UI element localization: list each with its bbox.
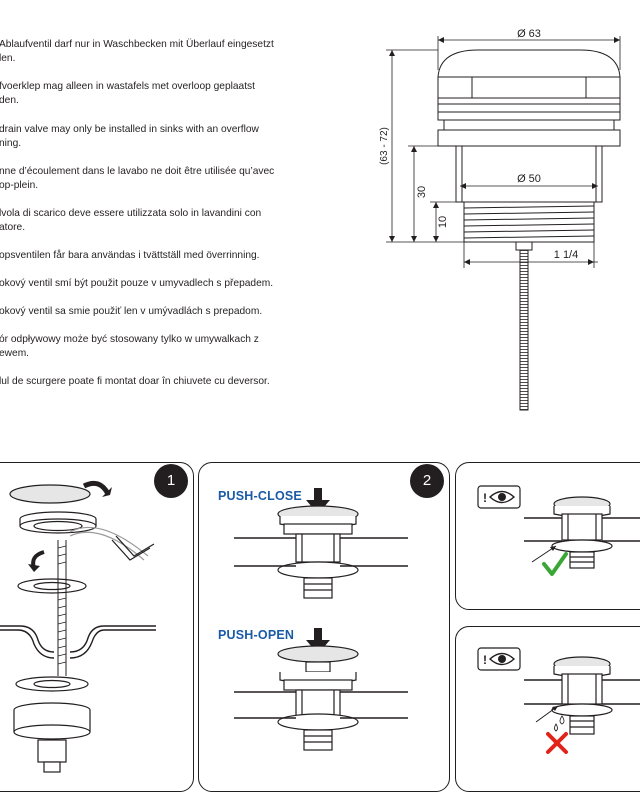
rotate-arrow-icon xyxy=(28,550,45,572)
eye-icon: ! xyxy=(477,647,521,671)
cap-part xyxy=(9,484,91,504)
dim-top-diameter: Ø 63 xyxy=(517,28,541,40)
thread-lines xyxy=(463,205,595,239)
push-open-label: PUSH-OPEN xyxy=(218,628,295,642)
cap-outline xyxy=(437,49,621,78)
eye-icon: ! xyxy=(477,485,521,509)
note-de: Ablaufventil darf nur in Waschbecken mit… xyxy=(0,39,274,64)
note-ro: lul de scurgere poate fi montat doar în … xyxy=(0,376,270,387)
dim-body-diameter: Ø 50 xyxy=(517,173,541,185)
note-sk: okový ventil sa smie použiť len v umývad… xyxy=(0,306,263,317)
note-en: drain valve may only be installed in sin… xyxy=(0,124,259,149)
dim-height-10: 10 xyxy=(437,216,449,228)
dim-height-30: 30 xyxy=(416,186,428,198)
step-1-badge: 1 xyxy=(154,464,188,498)
svg-text:!: ! xyxy=(483,491,487,505)
dimension-drawing: Ø 63 Ø 50 (63 - 72) 30 10 1 1/4 xyxy=(379,28,621,411)
note-it: lvola di scarico deve essere utilizzata … xyxy=(0,208,262,233)
cross-icon xyxy=(546,732,568,754)
note-sv: opsventilen får bara användas i tvättstä… xyxy=(0,250,260,261)
push-close-label: PUSH-CLOSE xyxy=(218,489,302,503)
step-2-badge: 2 xyxy=(410,464,444,498)
correct-illustration: ! xyxy=(477,485,640,576)
incorrect-illustration: ! xyxy=(477,647,640,754)
note-pl: ór odpływowy może być stosowany tylko w … xyxy=(0,334,259,359)
svg-text:!: ! xyxy=(483,653,487,667)
push-illustration xyxy=(234,488,408,751)
dim-total-height: (63 - 72) xyxy=(379,127,390,165)
allen-key-icon xyxy=(69,526,155,561)
sink-section xyxy=(0,625,156,659)
check-icon xyxy=(542,552,568,576)
note-nl: fvoerklep mag alleen in wastafels met ov… xyxy=(0,81,255,106)
dim-thread: 1 1/4 xyxy=(554,249,578,261)
rotate-arrow-icon xyxy=(82,480,112,497)
note-cs: okový ventil smí být použit pouze v umyv… xyxy=(0,278,274,289)
note-fr: nne d’écoulement dans le lavabo ne doit … xyxy=(0,166,275,191)
assembly-illustration xyxy=(0,480,156,773)
